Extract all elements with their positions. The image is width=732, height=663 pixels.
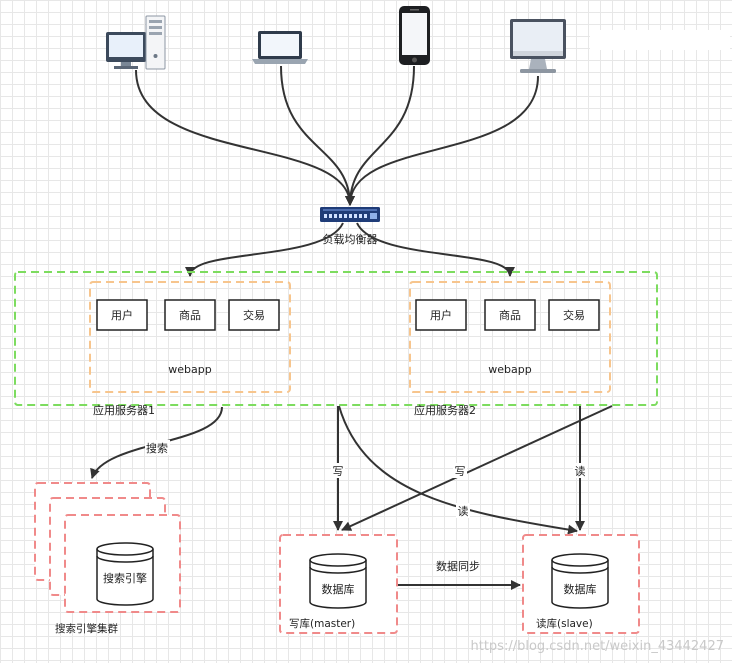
module-box bbox=[548, 299, 600, 331]
edge-label-write-right: 写 bbox=[455, 465, 466, 478]
smartphone-icon bbox=[399, 6, 430, 65]
webapp-container bbox=[89, 281, 291, 393]
edge-desktop-to-load-balancer bbox=[135, 69, 355, 206]
module-label: 用户 bbox=[111, 308, 133, 322]
webapp-label: webapp bbox=[488, 363, 531, 376]
desktop-computer-icon bbox=[106, 15, 166, 70]
load-balancer-label: 负载均衡器 bbox=[323, 232, 378, 246]
app-server-1-label: 应用服务器1 bbox=[93, 403, 155, 417]
edge-laptop-to-load-balancer bbox=[280, 65, 355, 206]
edge-label-search: 搜索 bbox=[146, 441, 168, 455]
module-box bbox=[164, 299, 216, 331]
module-label: 交易 bbox=[563, 308, 585, 322]
database-cylinder-icon bbox=[96, 542, 154, 606]
module-box bbox=[484, 299, 536, 331]
laptop-icon bbox=[252, 31, 308, 64]
edge-label-write-left: 写 bbox=[333, 465, 344, 478]
search-engine-cluster: 搜索引擎 bbox=[34, 482, 181, 613]
app-server-2: 用户 商品 交易 webapp bbox=[409, 281, 611, 393]
database-cylinder-icon bbox=[551, 553, 609, 609]
webapp-label: webapp bbox=[168, 363, 211, 376]
edge-phone-to-load-balancer bbox=[345, 65, 415, 206]
search-cluster-caption: 搜索引擎集群 bbox=[55, 622, 118, 635]
edge-load-balancer-to-server-1 bbox=[185, 222, 344, 277]
module-label: 交易 bbox=[243, 308, 265, 322]
webapp-container bbox=[409, 281, 611, 393]
blank-patch bbox=[590, 30, 730, 50]
network-switch-icon bbox=[320, 207, 380, 222]
app-server-group bbox=[14, 271, 658, 406]
module-label: 商品 bbox=[499, 308, 521, 322]
watermark: https://blog.csdn.net/weixin_43442427 bbox=[470, 639, 724, 654]
database-cylinder-icon bbox=[309, 553, 367, 609]
read-db-caption: 读库(slave) bbox=[536, 617, 593, 630]
edge-load-balancer-to-server-2 bbox=[356, 222, 515, 277]
module-label: 用户 bbox=[430, 308, 452, 322]
module-box bbox=[415, 299, 467, 331]
write-db-label: 数据库 bbox=[322, 582, 355, 596]
edge-read-curve bbox=[338, 405, 578, 535]
write-db-caption: 写库(master) bbox=[289, 617, 355, 630]
imac-monitor-icon bbox=[510, 19, 566, 73]
app-server-2-label: 应用服务器2 bbox=[414, 403, 476, 417]
module-label: 商品 bbox=[179, 308, 201, 322]
read-database-slave: 数据库 读库(slave) bbox=[522, 534, 640, 634]
edge-imac-to-load-balancer bbox=[345, 75, 539, 206]
edge-label-read-right: 读 bbox=[575, 464, 586, 478]
app-server-1: 用户 商品 交易 webapp bbox=[89, 281, 291, 393]
edge-label-read-curve: 读 bbox=[458, 504, 469, 518]
edge-label-data-sync: 数据同步 bbox=[436, 559, 480, 573]
read-db-label: 数据库 bbox=[564, 582, 597, 596]
module-box bbox=[96, 299, 148, 331]
module-box bbox=[228, 299, 280, 331]
write-database-master: 数据库 写库(master) bbox=[279, 534, 398, 634]
search-engine-label: 搜索引擎 bbox=[103, 571, 147, 585]
edge-write-right bbox=[341, 405, 613, 531]
